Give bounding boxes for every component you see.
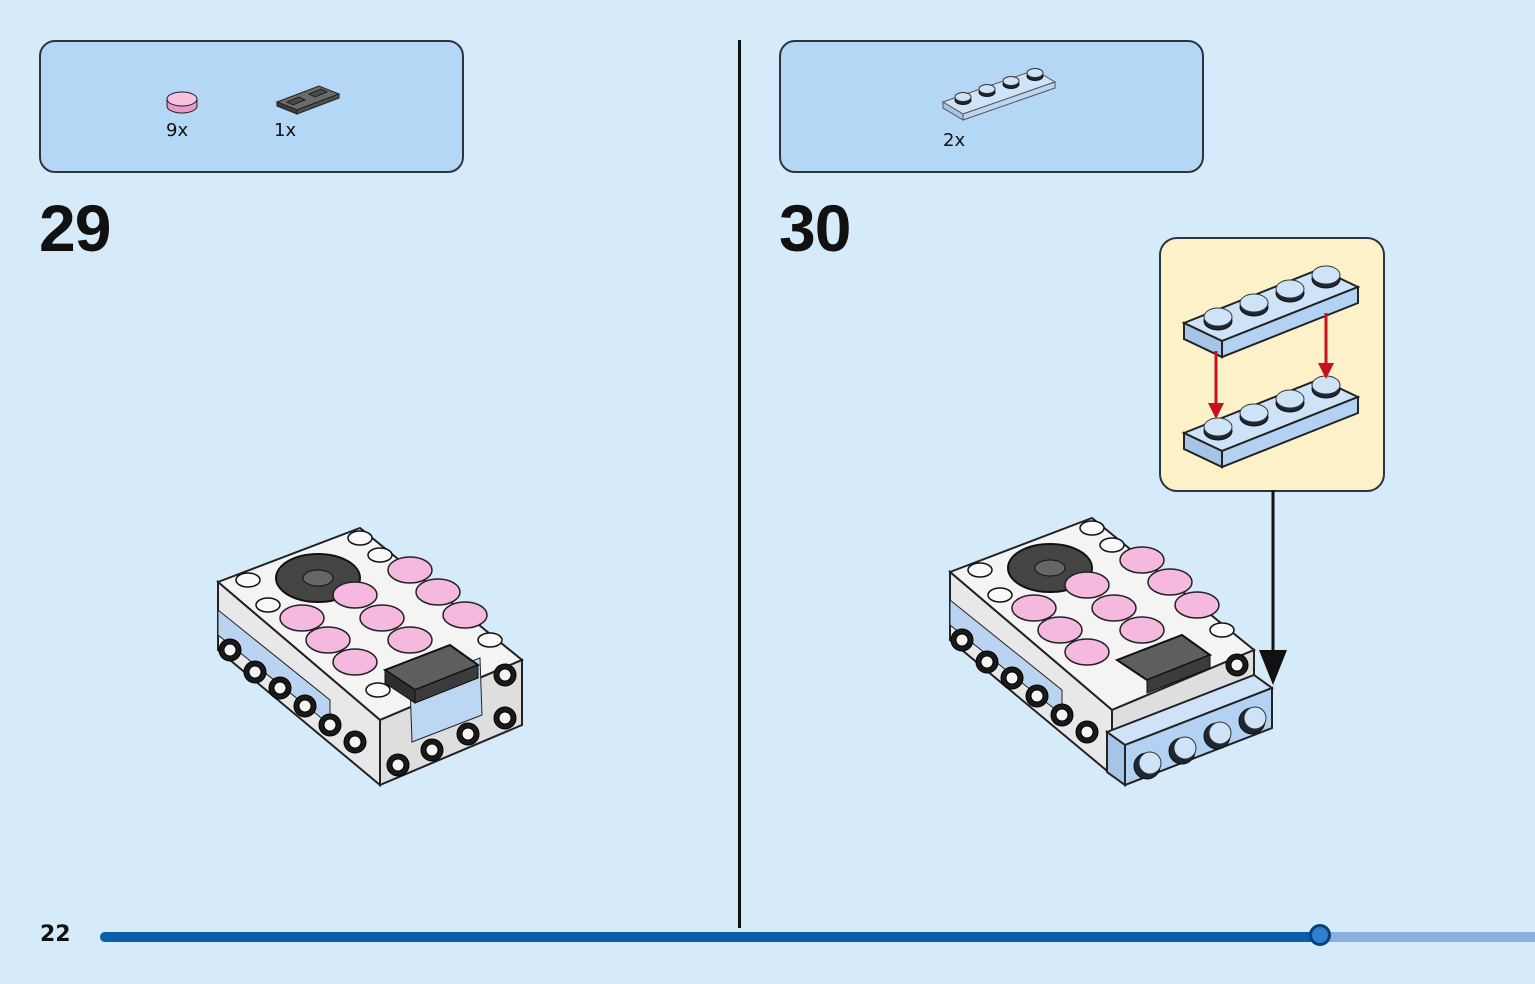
model-illustration-step-30 — [948, 516, 1275, 787]
part-qty-grille-tile: 1x — [274, 120, 297, 141]
progress-knob — [1308, 924, 1331, 946]
step-number-30: 30 — [779, 191, 851, 265]
parts-list-step-29: 9x 1x — [39, 40, 464, 173]
placement-arrow — [1259, 490, 1287, 685]
part-qty-plate: 2x — [943, 130, 966, 151]
step-number-29: 29 — [39, 191, 111, 265]
pink-round-tile-icon — [166, 91, 198, 114]
page-number: 22 — [40, 922, 71, 947]
sub-assembly-illustration — [1181, 265, 1361, 469]
progress-fill — [100, 932, 1320, 942]
progress-bar — [100, 924, 1535, 946]
parts-list-step-30: 2x — [779, 40, 1204, 173]
page-divider — [738, 40, 741, 928]
part-qty-pink-tile: 9x — [166, 120, 189, 141]
light-blue-1x4-plate-icon — [941, 68, 1057, 121]
model-illustration-step-29 — [216, 526, 524, 788]
dark-grey-grille-tile-icon — [275, 85, 341, 115]
